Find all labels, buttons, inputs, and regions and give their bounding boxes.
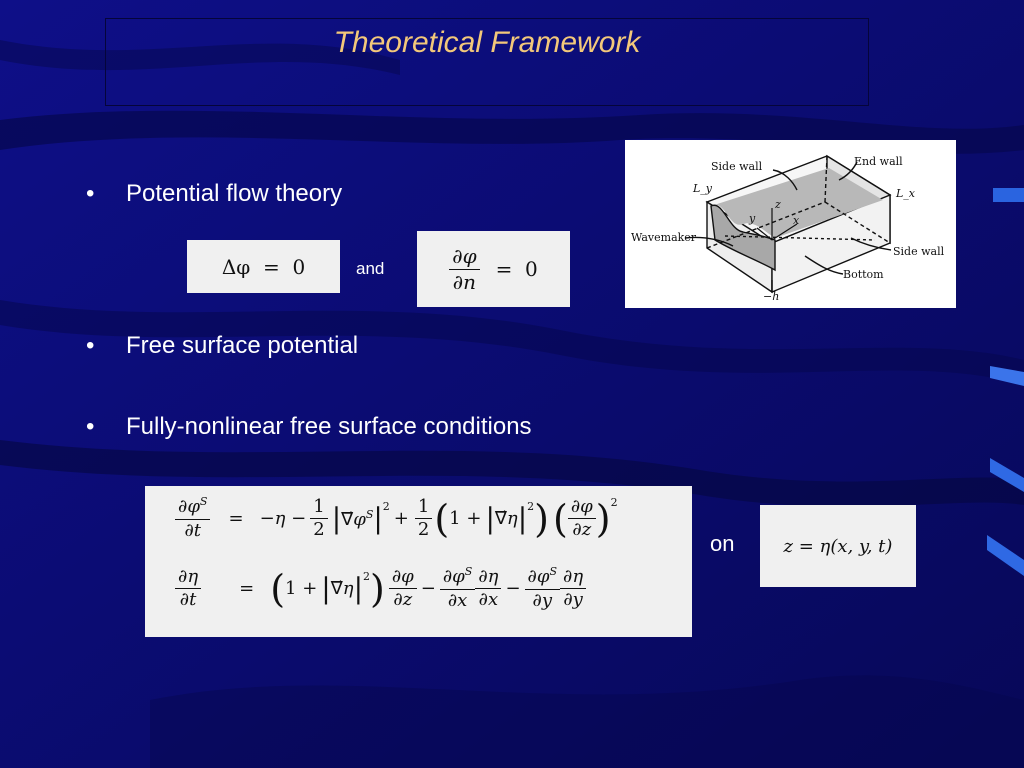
bullet-text: Potential flow theory — [126, 180, 343, 207]
label-side-wall-right: Side wall — [893, 245, 945, 258]
neumann-equation: ∂φ ∂n = 0 — [417, 231, 570, 307]
edge-decoration — [987, 188, 1024, 576]
label-end-wall: End wall — [854, 155, 903, 168]
bullet-text: Fully-nonlinear free surface conditions — [126, 413, 532, 440]
label-z-axis: z — [774, 198, 781, 211]
surface-equation-text: z = η(x, y, t) — [783, 535, 893, 557]
laplace-equation-text: Δφ = 0 — [221, 254, 306, 279]
title-frame — [105, 18, 869, 106]
laplace-equation: Δφ = 0 — [187, 240, 340, 293]
surface-equation: z = η(x, y, t) — [760, 505, 916, 587]
bullet-potential-flow: • Potential flow theory — [86, 180, 342, 208]
connector-on: on — [710, 531, 735, 556]
bullet-free-surface-potential: • Free surface potential — [86, 332, 358, 360]
label-side-wall-top: Side wall — [711, 160, 763, 173]
label-x-axis: x — [793, 214, 800, 227]
label-wavemaker: Wavemaker — [631, 231, 697, 244]
kinematic-condition: ∂η∂t = (1 +|∇⃗η|2) ∂φ∂z − ∂φS∂x ∂η∂x − ∂… — [175, 565, 587, 611]
bullet-marker: • — [86, 413, 95, 440]
bullet-marker: • — [86, 332, 95, 359]
dphi-dn-fraction: ∂φ ∂n — [449, 244, 480, 294]
label-lx: L_x — [895, 187, 916, 200]
label-ly: L_y — [692, 182, 713, 195]
label-depth: −h — [763, 290, 779, 303]
wave-tank-diagram: Side wall End wall L_y L_x Wavemaker Sid… — [631, 154, 945, 303]
bullet-text: Free surface potential — [126, 332, 359, 359]
bullet-nonlinear-conditions: • Fully-nonlinear free surface conditions — [86, 413, 532, 441]
label-bottom: Bottom — [843, 268, 884, 281]
wave-tank-figure: Side wall End wall L_y L_x Wavemaker Sid… — [625, 140, 956, 308]
label-y-axis: y — [748, 212, 756, 225]
bullet-marker: • — [86, 180, 95, 207]
slide-title: Theoretical Framework — [333, 26, 641, 59]
neumann-rhs: = 0 — [495, 257, 538, 281]
connector-and: and — [356, 259, 385, 278]
